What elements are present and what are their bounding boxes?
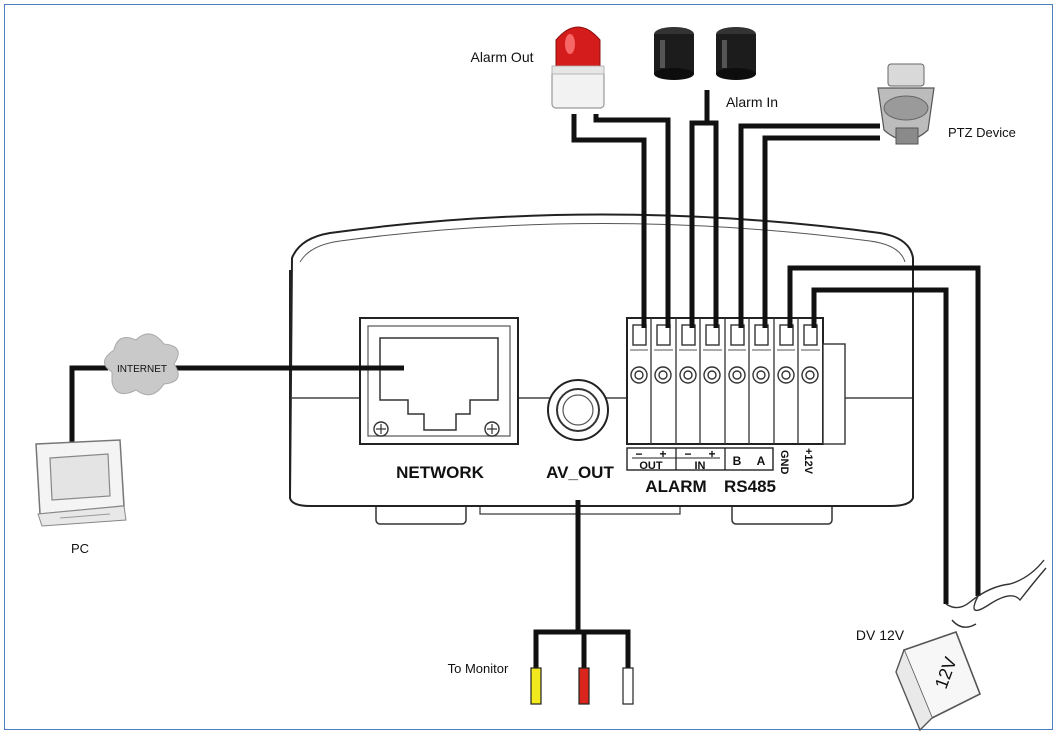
diagram-frame <box>4 4 1053 730</box>
v12-label: +12V <box>802 448 814 475</box>
rs485-b-label: B <box>733 454 742 468</box>
out-plus-label: + <box>659 447 666 461</box>
alarm-out-label: Alarm Out <box>470 49 533 65</box>
power-adapter-icon <box>895 559 1047 732</box>
out-sub-label: OUT <box>639 460 663 472</box>
ptz-label: PTZ Device <box>948 125 1016 140</box>
power-label: DV 12V <box>856 627 905 643</box>
monitor-label: To Monitor <box>448 661 509 676</box>
out-minus-label: − <box>635 447 642 461</box>
alarm-label: ALARM <box>645 477 706 496</box>
rs485-a-label: A <box>757 454 766 468</box>
internet-cloud-icon <box>104 333 179 396</box>
wires <box>69 90 981 668</box>
rs485-label: RS485 <box>724 477 776 496</box>
sensor-icon <box>654 27 694 80</box>
terminal-block <box>626 317 846 471</box>
pc-label: PC <box>71 541 89 556</box>
rca-cables <box>530 667 634 705</box>
siren-icon <box>551 26 605 109</box>
internet-label: INTERNET <box>117 364 167 375</box>
gnd-label: GND <box>778 450 790 475</box>
alarm-in-label: Alarm In <box>726 94 778 110</box>
av-out-jack <box>547 379 609 441</box>
network-port <box>359 317 519 445</box>
pc-icon <box>35 439 127 527</box>
sensor-icon <box>716 27 756 80</box>
terminal-cells <box>630 318 820 444</box>
in-minus-label: − <box>684 447 691 461</box>
av-out-label: AV_OUT <box>546 463 614 482</box>
network-label: NETWORK <box>396 463 485 482</box>
in-plus-label: + <box>708 447 715 461</box>
ptz-icon <box>877 63 935 145</box>
in-sub-label: IN <box>695 460 706 472</box>
